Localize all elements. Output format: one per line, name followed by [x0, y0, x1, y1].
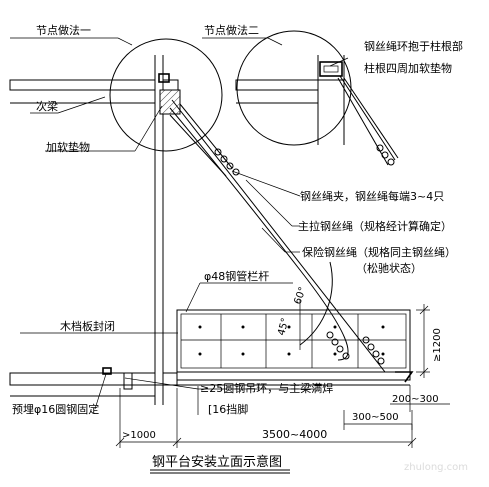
dim-200-300: 200~300 [392, 394, 439, 405]
annotation-labels: 节点做法一 节点做法二 钢丝绳环抱于柱根部 柱根四周加软垫物 次梁 加软垫物 钢… [12, 23, 463, 416]
watermark-text: zhulong.com [404, 462, 468, 473]
diagram-title-group: 钢平台安装立面示意图 [150, 454, 290, 474]
label-column-padding: 柱根四周加软垫物 [364, 61, 452, 75]
label-steel-pipe-rail: φ48钢管栏杆 [204, 269, 269, 283]
angle-45-label: 45° [276, 317, 291, 337]
label-wire-clamp: 钢丝绳夹，钢丝绳每端3~4只 [300, 189, 444, 203]
label-channel-stop: [16挡脚 [208, 402, 248, 416]
dim-1200: ≥1200 [432, 328, 443, 362]
watermark: zhulong.com [404, 462, 468, 473]
label-steel-hoop: ≥25圆钢吊环，与主梁满焊 [200, 381, 333, 395]
angle-60-label: 60° [292, 286, 308, 306]
node-detail-2 [235, 30, 399, 166]
label-wood-board: 木档板封闭 [60, 319, 115, 333]
label-wire-wrap-column: 钢丝绳环抱于柱根部 [364, 39, 463, 53]
wire-ropes [169, 99, 395, 373]
label-secondary-beam: 次梁 [36, 99, 58, 113]
dim-3500-4000: 3500~4000 [262, 428, 327, 441]
node-detail-1 [9, 38, 223, 152]
label-node-method-1: 节点做法一 [36, 23, 91, 37]
angle-marks: 45° 60° [276, 261, 333, 350]
label-soft-pad: 加软垫物 [46, 140, 90, 154]
wire-clamps-upper [214, 144, 395, 176]
leader-lines [10, 37, 349, 415]
main-column [154, 103, 164, 405]
dim-1000: >1000 [122, 430, 156, 441]
label-slack-state: （松驰状态） [356, 261, 422, 275]
dimensions: ≥1200 200~300 300~500 >1000 3500~4000 [115, 304, 450, 448]
label-embedded-ring: 预埋φ16圆钢固定 [12, 402, 99, 416]
label-safety-wire: 保险钢丝绳（规格同主钢丝绳） [302, 245, 456, 259]
diagram-title: 钢平台安装立面示意图 [152, 454, 282, 470]
dim-300-500: 300~500 [352, 412, 399, 423]
label-node-method-2: 节点做法二 [204, 23, 259, 37]
label-main-wire: 主拉钢丝绳（规格经计算确定） [298, 219, 452, 233]
